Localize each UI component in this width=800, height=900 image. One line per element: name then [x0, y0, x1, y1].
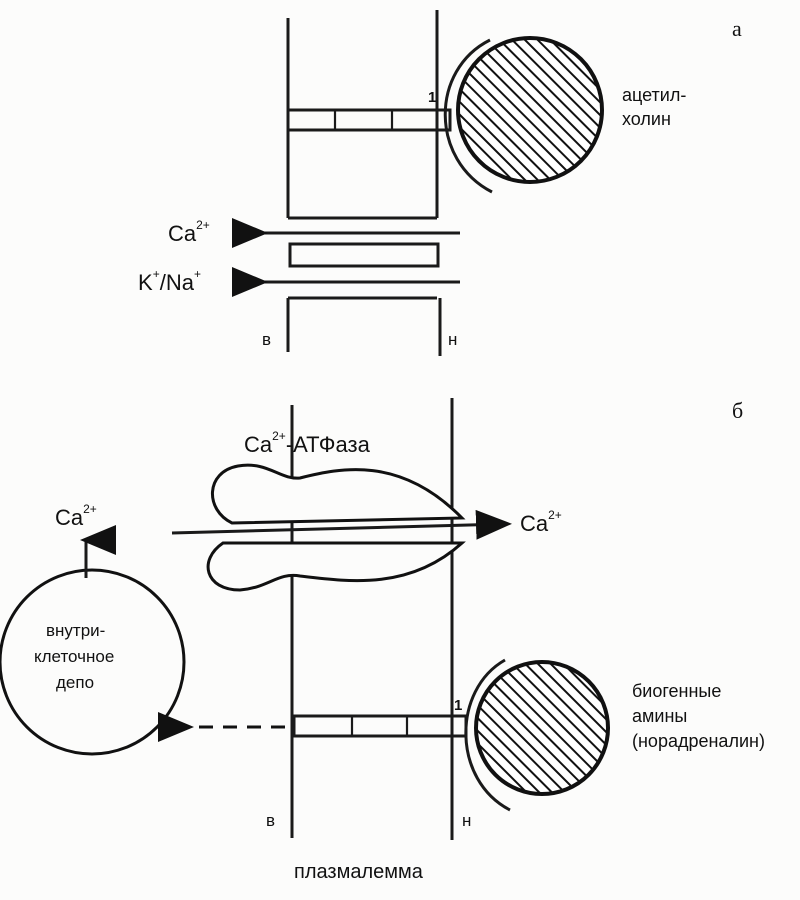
depot-label-line1: внутри- [46, 621, 105, 640]
receptor-b [292, 714, 468, 738]
ca-pump-arrow [171, 509, 512, 540]
ion-label-k-na-a: K+/Na+ [138, 267, 201, 295]
binding-site-arc-a [443, 38, 493, 194]
pump-label: Ca2+-АТФаза [244, 429, 371, 457]
channel-gate-a [288, 242, 440, 268]
panel-b: б Ca2+-АТФаза Ca2+ Ca2+ внутри- клеточно… [0, 398, 765, 840]
ligand-label-b-line1: биогенные [632, 681, 721, 701]
acetylcholine-ligand [456, 36, 604, 184]
panel-b-letter: б [732, 398, 743, 423]
intracellular-depot [0, 568, 186, 756]
receptor-a [286, 108, 452, 132]
biogenic-amine-ligand [474, 660, 610, 796]
depot-label-line3: депо [56, 673, 94, 692]
ligand-label-a-line2: холин [622, 109, 671, 129]
ligand-label-a-line1: ацетил- [622, 85, 686, 105]
ion-label-ca-a: Ca2+ [168, 218, 210, 246]
ligand-label-b-line2: амины [632, 706, 687, 726]
side-label-outer-a: н [448, 330, 457, 349]
caption-plasmalemma: плазмалемма [294, 861, 424, 883]
receptor-a-bar [286, 108, 452, 132]
side-label-outer-b: н [462, 811, 471, 830]
site-number-a: 1 [428, 89, 436, 106]
site-number-b: 1 [454, 697, 462, 714]
ion-label-ca-outside-b: Ca2+ [520, 508, 562, 536]
panel-a-letter: а [732, 16, 742, 41]
side-label-inner-b: в [266, 811, 275, 830]
receptor-b-bar [292, 714, 468, 738]
ca-atpase-pump-lower [206, 541, 466, 592]
depot-label-line2: клеточное [34, 647, 114, 666]
ca-atpase-pump-upper [210, 463, 466, 525]
panel-a: а Ca2+ K+/Na+ 1 ацетил- холин в н [138, 10, 742, 356]
side-label-inner-a: в [262, 330, 271, 349]
ligand-label-b-line3: (норадреналин) [632, 731, 765, 751]
binding-site-arc-b [464, 658, 511, 812]
ion-label-ca-release-b: Ca2+ [55, 502, 97, 530]
